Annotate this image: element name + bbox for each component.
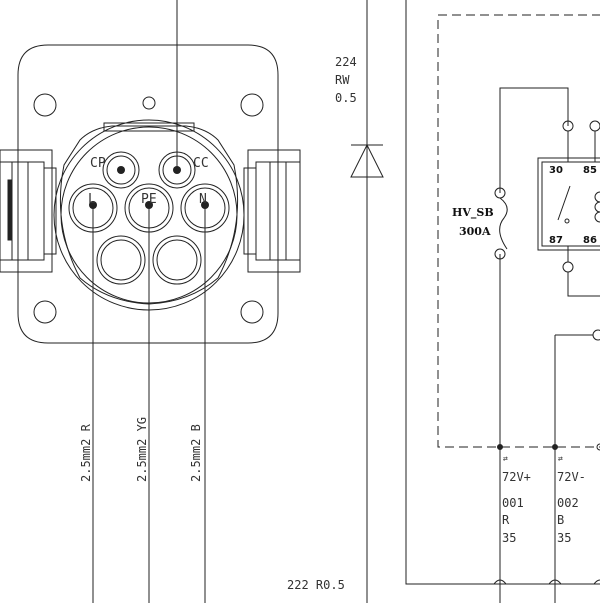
pin-label-cp: CP — [90, 156, 106, 171]
terminal-color-72v-minus: B — [557, 513, 564, 527]
terminal-72v-plus — [497, 444, 503, 450]
key-hole — [142, 96, 156, 110]
mount-hole-bottom-left — [33, 300, 57, 324]
module-box — [437, 14, 600, 448]
top-wire-gauge: 0.5 — [335, 91, 357, 105]
pin-cp — [102, 151, 140, 189]
relay-label-87: 87 — [549, 235, 563, 246]
terminal-72v-minus — [552, 444, 558, 450]
relay-switch — [557, 185, 571, 221]
mount-hole-top-left — [33, 93, 57, 117]
fuse-rating: 300A — [459, 225, 491, 238]
terminal-gauge-72v-minus: 35 — [557, 531, 571, 545]
terminal-name-72v-minus: 72V- — [557, 470, 586, 484]
fuse-terminal-bottom — [494, 248, 506, 260]
pin-label-n: N — [199, 192, 207, 207]
terminal-tag-72v-minus: ⇄ — [558, 454, 563, 463]
terminal-tag-72v-plus: ⇄ — [503, 454, 508, 463]
right-clip — [243, 149, 301, 273]
connector-plate — [17, 44, 279, 344]
fuse-link — [499, 197, 508, 250]
pin-label-l: L — [88, 192, 96, 207]
relay-coil — [594, 191, 600, 223]
relay-box — [537, 157, 600, 251]
left-clip — [0, 149, 57, 273]
relay-terminal-87 — [562, 261, 574, 273]
relay-label-86: 86 — [583, 235, 597, 246]
terminal-gauge-72v-plus: 35 — [502, 531, 516, 545]
wire-label-pe: 2.5mm2 YG — [135, 417, 149, 482]
pin-dc-plus — [152, 235, 202, 285]
relay-label-30: 30 — [549, 165, 563, 176]
diode-symbol — [350, 143, 384, 178]
wire-label-l: 2.5mm2 R — [79, 423, 93, 482]
terminal-color-72v-plus: R — [502, 513, 510, 527]
relay-label-85: 85 — [583, 165, 597, 176]
pin-label-cc: CC — [193, 156, 209, 171]
terminal-name-72v-plus: 72V+ — [502, 470, 531, 484]
fuse-name: HV_SB — [452, 206, 494, 220]
relay-terminal-85 — [589, 120, 600, 132]
bottom-wire-label: 222 R0.5 — [287, 578, 345, 592]
wire-label-n: 2.5mm2 B — [189, 424, 203, 482]
mount-hole-top-right — [240, 93, 264, 117]
mount-hole-bottom-right — [240, 300, 264, 324]
wire-loop — [405, 0, 600, 585]
connector-face — [59, 125, 239, 305]
top-wire-number: 224 — [335, 55, 357, 69]
connector-top-tab — [103, 122, 195, 132]
pin-dc-minus — [96, 235, 146, 285]
terminal-circuit-72v-plus: 001 — [502, 496, 524, 510]
top-wire-color: RW — [335, 73, 350, 87]
terminal-circuit-72v-minus: 002 — [557, 496, 579, 510]
pin-label-pe: PE — [141, 192, 157, 207]
